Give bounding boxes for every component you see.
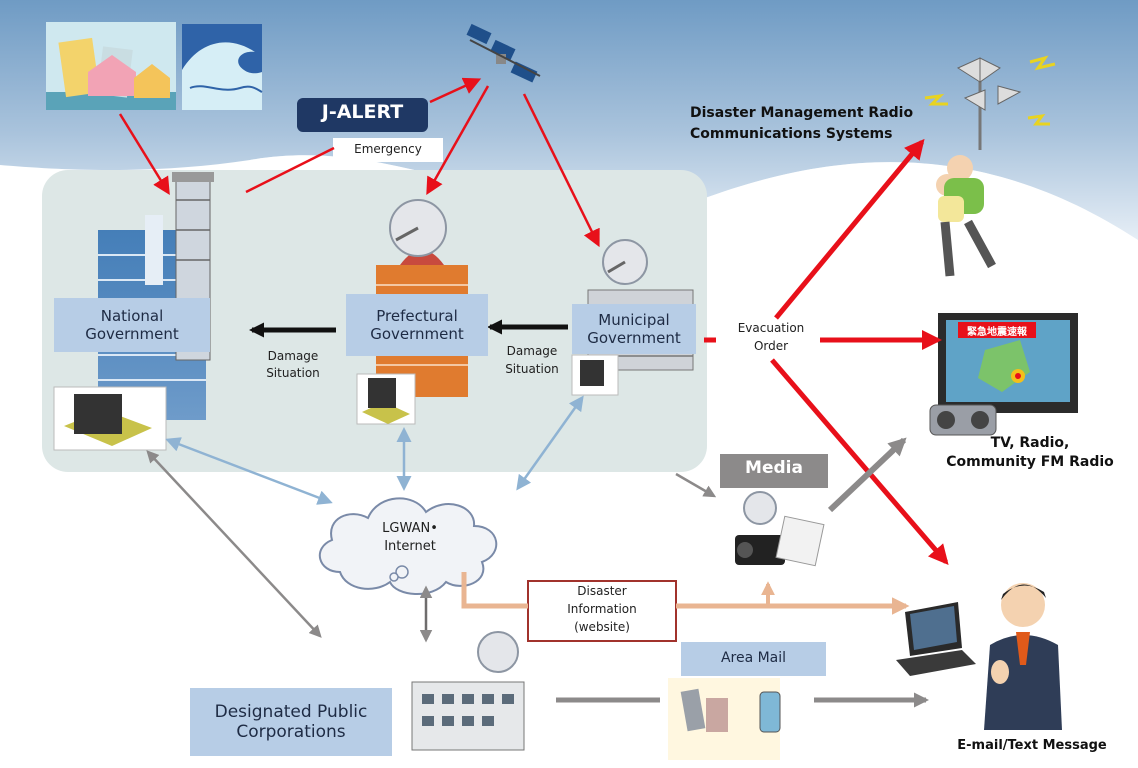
prefectural-server-image xyxy=(356,373,416,425)
national-government-box: National Government xyxy=(54,298,210,352)
emergency-label: Emergency xyxy=(354,142,422,156)
damage-label-2-line2: Situation xyxy=(505,362,559,376)
arrow-disaster-to-national xyxy=(118,113,170,195)
tv-label-line1: TV, Radio, xyxy=(990,435,1070,451)
email-label: E-mail/Text Message xyxy=(957,738,1107,753)
national-server-image xyxy=(53,386,167,451)
disaster-info-line3: (website) xyxy=(574,620,630,634)
businessman-image xyxy=(984,583,1062,730)
arrow-national-corporations xyxy=(146,450,322,638)
damage-label-1-line2: Situation xyxy=(266,366,320,380)
tsunami-image xyxy=(182,24,263,110)
arrow-panel-to-media xyxy=(675,472,717,498)
jalert-badge-box xyxy=(297,98,428,132)
corporations-box: Designated Public Corporations xyxy=(190,688,392,756)
corporations-label-line2: Corporations xyxy=(236,722,346,742)
corporations-label-line1: Designated Public xyxy=(214,701,368,722)
municipal-government-box: Municipal Government xyxy=(572,304,696,354)
disaster-info-line1: Disaster xyxy=(577,584,627,598)
arrow-satellite-to-municipal xyxy=(522,93,600,248)
prefectural-label-line2: Government xyxy=(370,325,464,343)
cloud-bubble xyxy=(395,565,409,579)
media-label: Media xyxy=(745,458,803,478)
area-mail-image xyxy=(668,678,781,760)
national-label-line1: National xyxy=(100,307,164,325)
emergency-box xyxy=(333,138,443,162)
prefectural-government-box: Prefectural Government xyxy=(346,294,488,356)
damage-label-1-line1: Damage xyxy=(267,349,319,363)
drms-label-line1: Disaster Management Radio xyxy=(690,105,914,121)
lgwan-label-line2: Internet xyxy=(384,539,436,554)
laptop-image xyxy=(896,602,976,676)
evacuation-label-line2: Order xyxy=(753,339,789,353)
tv-label-line2: Community FM Radio xyxy=(946,454,1114,470)
media-box xyxy=(720,454,828,488)
area-mail-label: Area Mail xyxy=(720,650,787,666)
arrow-satellite-to-prefectural xyxy=(426,85,490,196)
arrow-jalert-to-satellite xyxy=(429,77,482,104)
corporation-building xyxy=(411,631,525,751)
prefectural-label-line1: Prefectural xyxy=(376,307,458,325)
media-image xyxy=(735,491,825,567)
municipal-label-line2: Government xyxy=(587,329,681,347)
municipal-server-image xyxy=(571,354,619,396)
arrow-muni-lgwan xyxy=(516,395,584,491)
lgwan-label-line1: LGWAN• xyxy=(382,521,438,536)
arrow-evac-to-email xyxy=(770,358,949,566)
disaster-info-line2: Information xyxy=(567,602,637,616)
evacuation-label-line1: Evacuation xyxy=(737,321,805,335)
arrow-national-to-satellite xyxy=(245,146,335,194)
arrow-website-path xyxy=(461,572,528,609)
tv-screen-sign: 緊急地震速報 xyxy=(967,327,1027,338)
tv-image xyxy=(938,313,1078,413)
jalert-badge: J-ALERT xyxy=(321,101,404,123)
national-label-line2: Government xyxy=(85,325,179,343)
arrow-evac-to-radio-systems xyxy=(774,138,925,320)
area-mail-box xyxy=(681,642,826,676)
arrow-media-to-tv xyxy=(827,437,907,513)
cloud-bubble-small xyxy=(389,572,399,582)
municipal-label-line1: Municipal xyxy=(598,311,670,329)
damage-label-2-line1: Damage xyxy=(506,344,558,358)
sky-band xyxy=(0,0,1138,240)
earthquake-image xyxy=(46,22,176,110)
satellite-image xyxy=(466,23,541,83)
evacuee-image xyxy=(936,155,996,277)
lgwan-cloud xyxy=(318,497,498,596)
speaker-tower-image xyxy=(924,55,1056,150)
radio-image xyxy=(929,404,997,436)
drms-label-line2: Communications Systems xyxy=(690,126,893,142)
disaster-info-box xyxy=(527,580,677,642)
